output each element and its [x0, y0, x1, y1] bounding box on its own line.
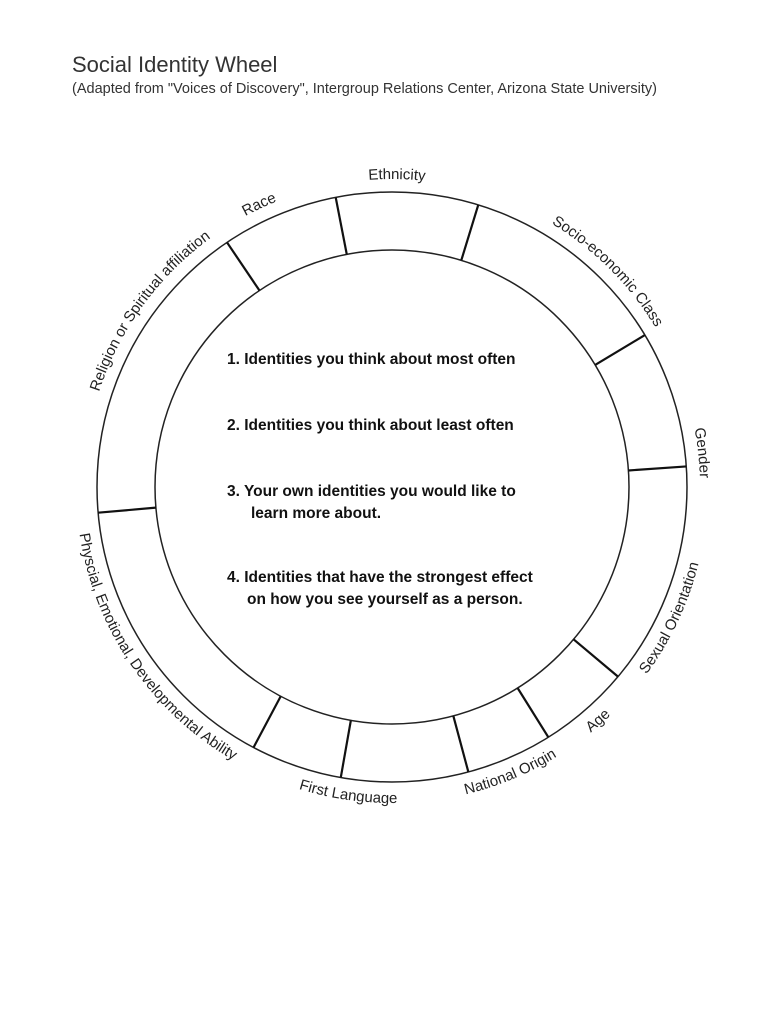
wheel-divider	[334, 197, 348, 255]
wheel-divider	[572, 638, 619, 678]
wheel-divider	[98, 506, 156, 514]
wheel-label-sexual-orientation: Sexual Orientation	[636, 560, 703, 677]
wheel-divider	[460, 204, 480, 261]
page-title: Social Identity Wheel	[72, 52, 278, 77]
wheel-label-text: Socio-economic Class	[549, 212, 666, 329]
wheel-label-text: Race	[239, 189, 278, 219]
wheel-label-text: Age	[582, 706, 613, 736]
wheel-label-text: Religion or Spiritual affiliation	[87, 227, 214, 393]
wheel-label-gender: Gender	[691, 426, 713, 478]
wheel-label-race: Race	[239, 189, 278, 219]
wheel-inner-circle	[154, 249, 630, 725]
wheel-label-text: Sexual Orientation	[636, 560, 703, 677]
question-4-line1: 4. Identities that have the strongest ef…	[227, 569, 533, 586]
wheel-label-text: First Language	[298, 776, 398, 807]
wheel-divider	[516, 687, 550, 738]
wheel-divider	[452, 715, 470, 773]
wheel-label-ethnicity: Ethnicity	[368, 166, 427, 185]
wheel-divider	[252, 695, 282, 748]
wheel-label-ability: Physcial, Emotional, Developmental Abili…	[76, 532, 241, 764]
wheel-dividers	[98, 197, 687, 778]
wheel-label-age: Age	[582, 706, 613, 736]
question-3: 3. Your own identities you would like to…	[227, 481, 627, 525]
wheel-label-religion: Religion or Spiritual affiliation	[87, 227, 214, 393]
wheel-label-text: Gender	[691, 426, 713, 478]
question-1: 1. Identities you think about most often	[227, 349, 627, 371]
wheel-divider	[226, 241, 261, 292]
wheel-label-text: Physcial, Emotional, Developmental Abili…	[76, 532, 241, 764]
wheel-divider	[594, 334, 646, 366]
question-4: 4. Identities that have the strongest ef…	[227, 567, 627, 611]
wheel-divider	[628, 465, 687, 472]
wheel-outer-ring	[96, 191, 688, 783]
wheel-label-socio-economic-class: Socio-economic Class	[549, 212, 666, 329]
question-4-line2: on how you see yourself as a person.	[247, 591, 523, 608]
question-2: 2. Identities you think about least ofte…	[227, 415, 627, 437]
wheel-label-national-origin: National Origin	[462, 745, 559, 798]
wheel-label-text: Ethnicity	[368, 166, 427, 185]
question-3-line1: 3. Your own identities you would like to	[227, 483, 516, 500]
question-1-line1: 1. Identities you think about most often	[227, 351, 516, 368]
page-subtitle: (Adapted from "Voices of Discovery", Int…	[72, 81, 657, 97]
wheel-label-first-language: First Language	[298, 776, 398, 807]
question-2-line1: 2. Identities you think about least ofte…	[227, 417, 514, 434]
wheel-divider	[339, 720, 352, 778]
question-3-line2: learn more about.	[251, 505, 382, 522]
wheel-label-text: National Origin	[462, 745, 559, 798]
